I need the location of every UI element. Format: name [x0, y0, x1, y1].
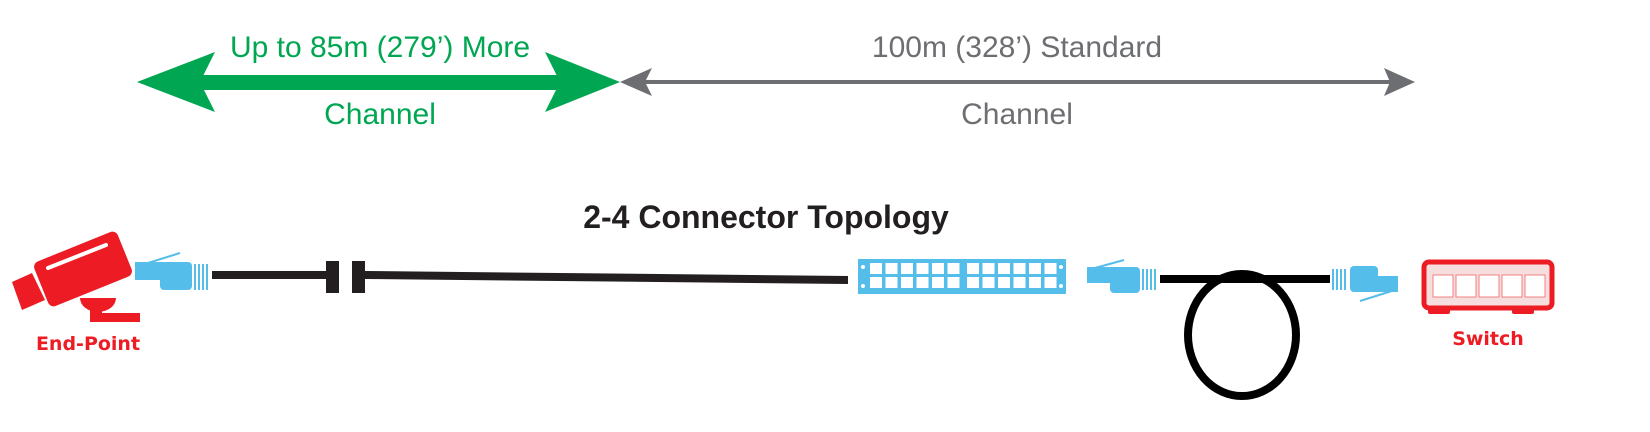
security-camera-icon	[12, 231, 140, 322]
patch-panel-port	[998, 277, 1010, 288]
patch-panel-port	[998, 263, 1010, 274]
patch-panel-port	[932, 277, 944, 288]
patch-panel-port	[982, 263, 995, 274]
patch-panel-port	[1013, 263, 1026, 274]
cable-segment	[365, 271, 848, 284]
rj45-plug-icon	[1087, 259, 1156, 293]
extended-channel-arrow	[137, 52, 620, 112]
standard-channel-arrow	[620, 68, 1415, 96]
cable-slack-loop	[1184, 270, 1300, 400]
patch-panel-port	[885, 263, 898, 274]
rj45-plug-icon	[135, 252, 208, 290]
standard-channel-label: 100m (328’) Standard	[872, 31, 1162, 64]
extended-channel-label: Up to 85m (279’) More	[230, 31, 530, 64]
patch-panel-port	[901, 263, 913, 274]
rj45-plug-icon	[1332, 266, 1398, 302]
patch-panel-port	[982, 277, 995, 288]
patch-panel-port	[901, 277, 913, 288]
cable-segment	[212, 271, 327, 279]
patch-panel-port	[1013, 277, 1026, 288]
consolidation-connector-icon	[326, 261, 339, 293]
patch-panel-port	[916, 277, 929, 288]
patch-panel-port	[1044, 263, 1057, 274]
patch-panel-port	[947, 277, 960, 288]
patch-panel-port	[932, 263, 944, 274]
patch-panel-port	[967, 277, 979, 288]
patch-panel-port	[870, 277, 882, 288]
patch-panel-port	[1044, 277, 1057, 288]
patch-panel-port	[967, 263, 979, 274]
standard-channel-sublabel: Channel	[961, 98, 1073, 131]
patch-panel-port	[947, 263, 960, 274]
patch-panel-port	[1029, 277, 1041, 288]
consolidation-connector-icon	[352, 261, 365, 293]
diagram-title: 2-4 Connector Topology	[583, 199, 949, 235]
patch-panel-port	[916, 263, 929, 274]
patch-panel-icon	[858, 259, 1066, 294]
patch-cable	[1160, 275, 1330, 283]
endpoint-label: End-Point	[36, 333, 140, 355]
patch-panel-port	[885, 277, 898, 288]
extended-channel-sublabel: Channel	[324, 98, 436, 131]
patch-panel-port	[870, 263, 882, 274]
switch-label: Switch	[1452, 328, 1524, 350]
network-switch-icon	[1421, 259, 1555, 314]
patch-panel-port	[1029, 263, 1041, 274]
